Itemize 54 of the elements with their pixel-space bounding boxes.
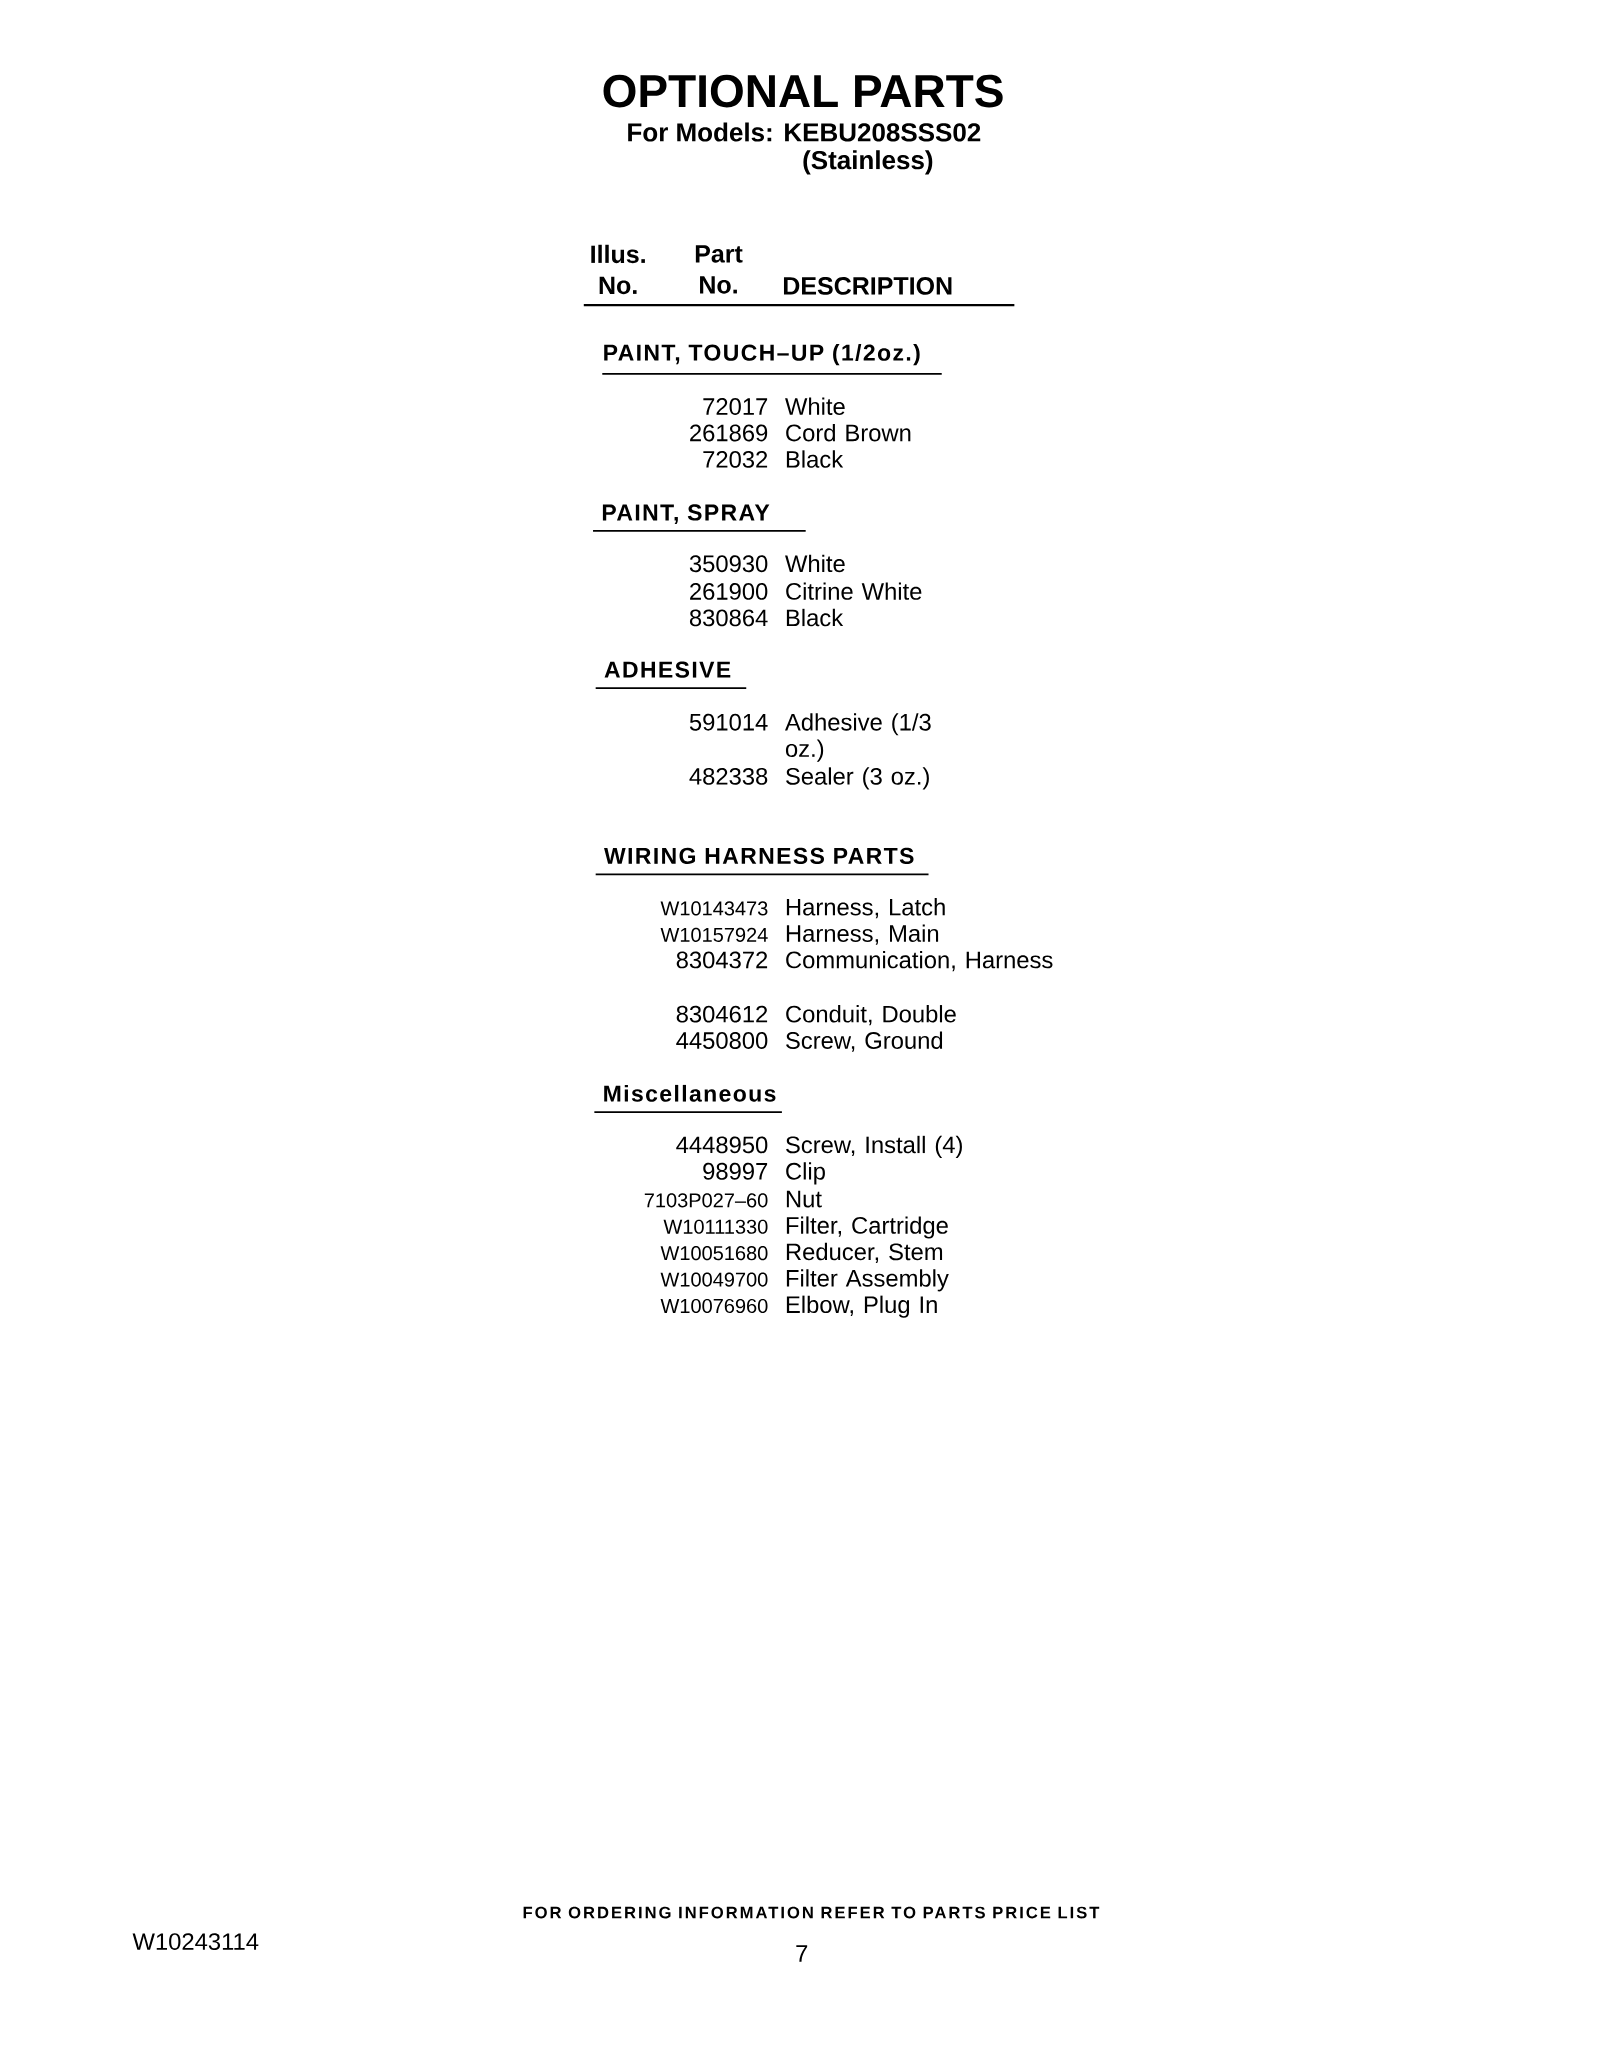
footer-note: FOR ORDERING INFORMATION REFER TO PARTS PRICE LIST [523, 1906, 1099, 1919]
part-number: 482338 [689, 767, 767, 785]
part-description: Filter, Cartridge [786, 1216, 948, 1239]
part-number: W10143473 [660, 901, 768, 916]
part-description: Screw, Ground [785, 1031, 942, 1052]
part-number: 350930 [689, 555, 768, 573]
part-number: 261900 [689, 583, 768, 600]
part-description: Harness, Latch [786, 898, 945, 919]
section-heading: PAINT, SPRAY [602, 504, 770, 524]
page-number: 7 [796, 1945, 807, 1962]
part-number: W10049700 [660, 1272, 768, 1287]
part-description: Elbow, Plug In [786, 1295, 937, 1318]
part-number: 7103P027–60 [644, 1193, 768, 1208]
part-description: White [784, 397, 845, 415]
section-heading: Miscellaneous [604, 1084, 776, 1102]
part-description: Nut [786, 1190, 822, 1208]
part-number: 72032 [703, 450, 767, 468]
document-number: W10243114 [132, 1933, 259, 1950]
part-number: 72017 [703, 398, 767, 415]
column-header: Illus. No. [591, 244, 645, 295]
part-number: W10076960 [660, 1298, 768, 1314]
subtitle: For Models: KEBU208SSS02 [627, 122, 980, 142]
column-header: Part No. [695, 245, 743, 294]
part-number: W10111330 [663, 1219, 768, 1234]
part-description: Screw, Install (4) [785, 1135, 962, 1158]
part-description: White [784, 554, 845, 573]
part-number: W10157924 [660, 927, 768, 942]
section-heading: PAINT, TOUCH–UP (1/2oz.) [604, 343, 920, 366]
part-number: 261869 [689, 424, 767, 442]
column-header: DESCRIPTION [783, 277, 952, 295]
part-number: 8304372 [676, 951, 767, 969]
part-number: 8304612 [676, 1005, 767, 1023]
part-description: Cord Brown [785, 423, 911, 442]
part-description: Clip [785, 1162, 825, 1185]
part-number: W10051680 [660, 1246, 768, 1261]
part-description: Filter Assembly [786, 1269, 949, 1292]
part-description: Reducer, Stem [786, 1242, 942, 1264]
part-number: 4448950 [675, 1136, 768, 1154]
title-heading: OPTIONAL PARTS [603, 74, 1003, 108]
part-description: Adhesive (1/3 oz.) [784, 713, 931, 762]
part-description: Black [786, 450, 843, 468]
section-heading: WIRING HARNESS PARTS [603, 847, 914, 865]
part-description: Citrine White [785, 582, 922, 600]
part-description: Harness, Main [786, 924, 938, 945]
section-heading: ADHESIVE [604, 661, 731, 678]
part-number: 830864 [689, 609, 768, 627]
part-description: Sealer (3 oz.) [785, 767, 929, 790]
part-description: Black [786, 608, 843, 627]
part-number: 591014 [689, 713, 768, 731]
subtitle: (Stainless) [803, 150, 933, 175]
part-number: 4450800 [675, 1032, 768, 1049]
part-description: Communication, Harness [785, 950, 1053, 972]
part-number: 98997 [703, 1162, 767, 1180]
part-description: Conduit, Double [785, 1005, 956, 1026]
